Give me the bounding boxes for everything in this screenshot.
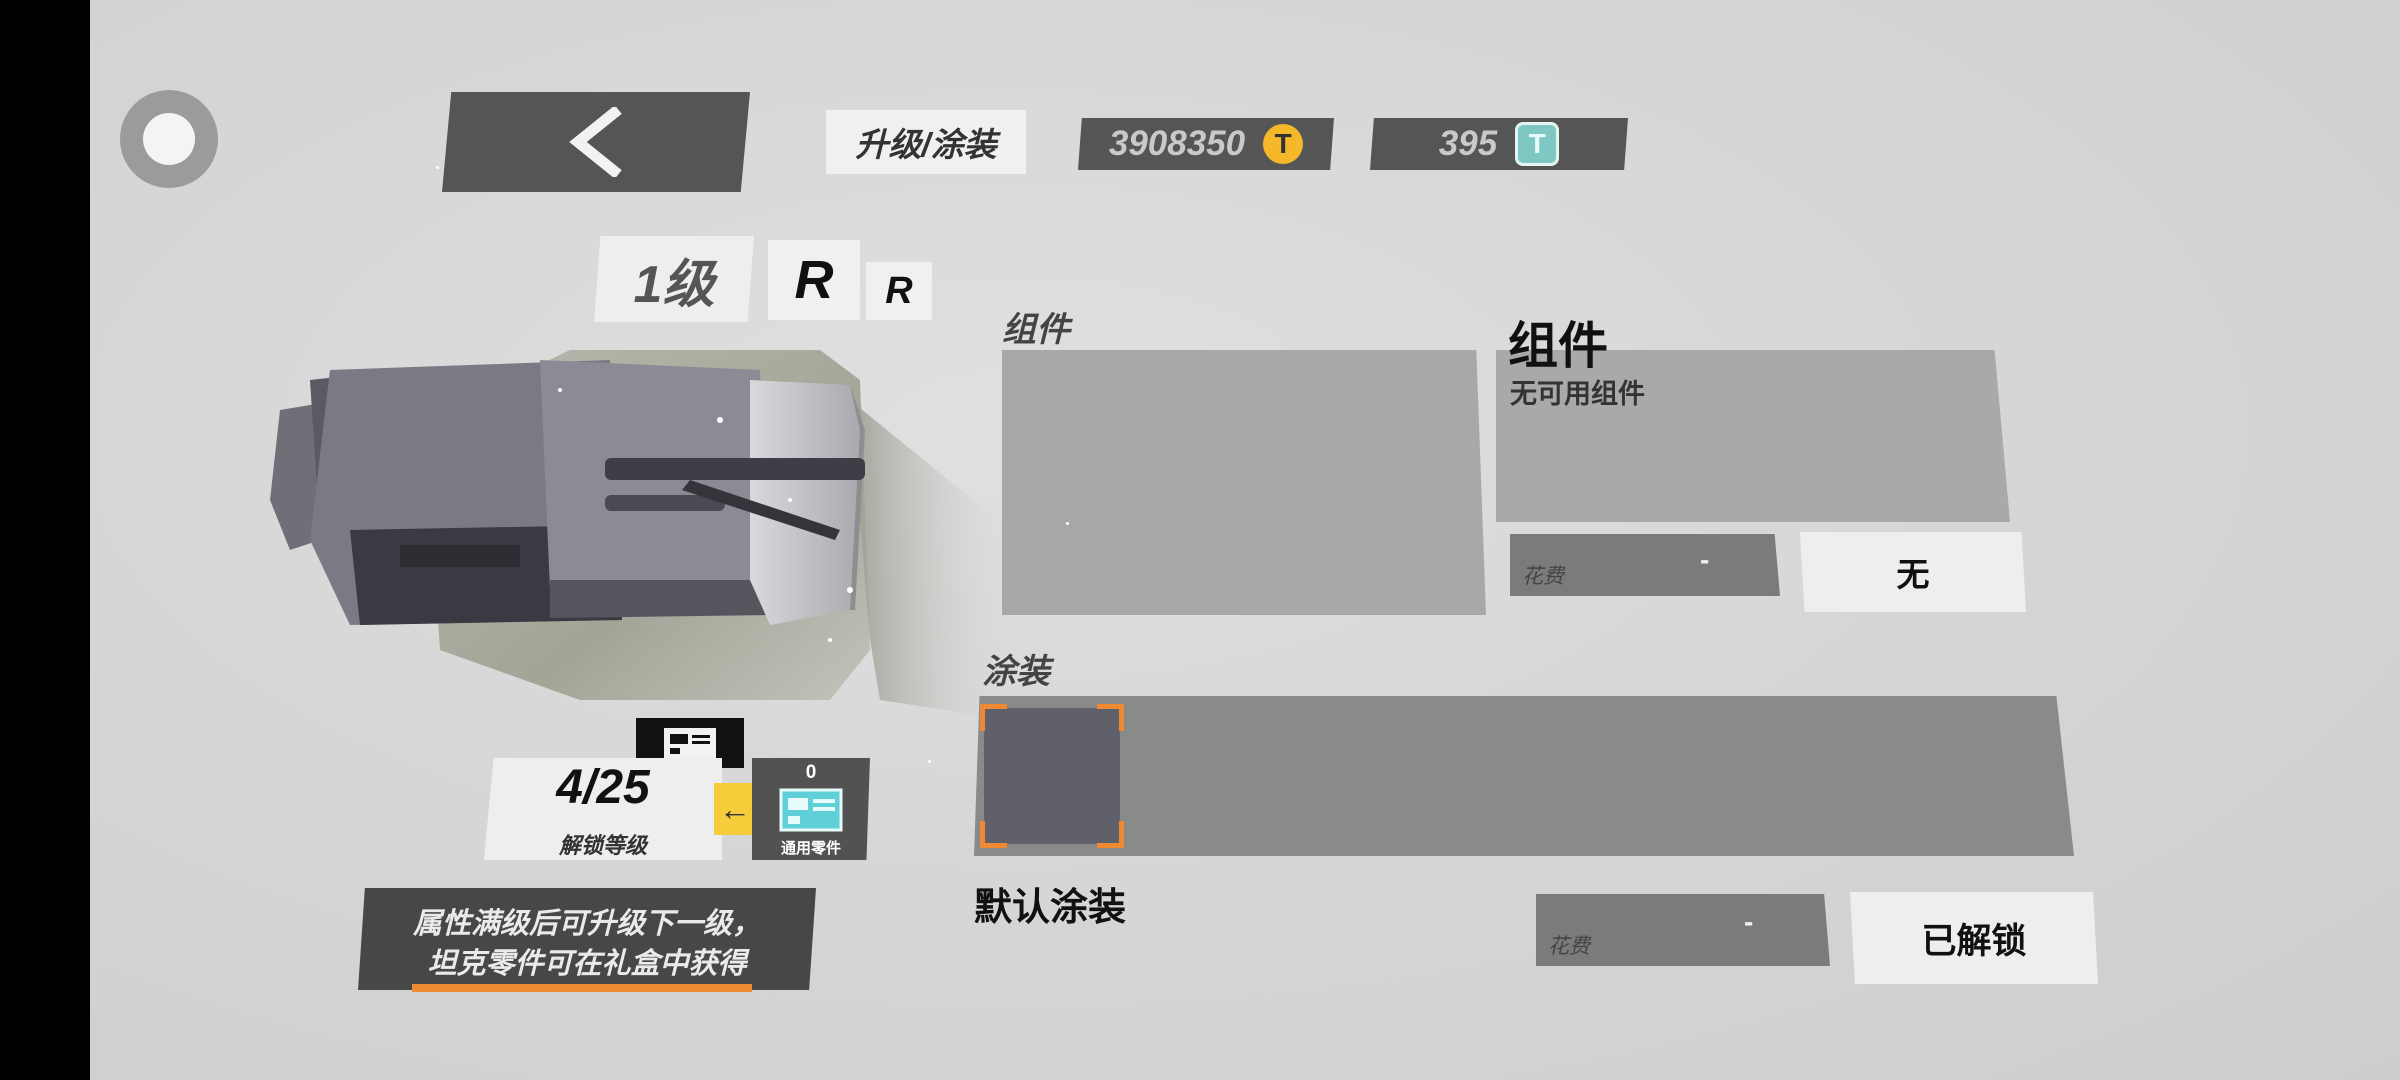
selection-corner-icon (1097, 821, 1124, 848)
component-cost-box: 花费 - (1510, 534, 1780, 596)
home-circle-icon (143, 113, 195, 165)
tank-turret-image (270, 350, 1010, 720)
component-cost-value: - (1700, 544, 1710, 575)
gold-amount: 3908350 (1108, 124, 1246, 163)
page-title: 升级/涂装 (826, 110, 1026, 174)
component-info-panel (1496, 350, 2010, 522)
token-amount: 395 (1438, 124, 1498, 163)
speck (436, 166, 439, 169)
components-grid[interactable] (1002, 350, 1486, 615)
skins-section-label: 涂装 (982, 653, 1050, 691)
token-coin-icon: T (1515, 122, 1560, 166)
token-currency-display: 395 T (1370, 118, 1628, 170)
skins-strip[interactable] (974, 696, 2074, 856)
tank-level: 1级 (594, 236, 754, 322)
home-button[interactable] (120, 90, 218, 188)
skin-default-thumbnail[interactable] (980, 704, 1124, 848)
selected-skin-name: 默认涂装 (974, 887, 1127, 929)
tank-model-preview[interactable] (250, 340, 1010, 720)
skin-cost-box: 花费 - (1536, 894, 1830, 966)
upgrade-hint-box: 属性满级后可升级下一级， 坦克零件可在礼盒中获得 (358, 888, 816, 990)
rank-badge-small: R (866, 262, 932, 320)
hint-accent-underline (412, 984, 752, 992)
component-action-button[interactable]: 无 (1800, 532, 2026, 612)
hint-line-1: 属性满级后可升级下一级， (412, 908, 761, 940)
speck (928, 760, 931, 763)
unlock-level-card: 4/25 解锁等级 (484, 758, 722, 860)
universal-parts-count: 0 (805, 762, 817, 783)
selection-corner-icon (1097, 704, 1124, 731)
universal-parts-label: 通用零件 (780, 840, 841, 857)
arrow-left-icon: ← (714, 783, 756, 835)
hint-line-2: 坦克零件可在礼盒中获得 (427, 948, 747, 980)
component-info-title: 组件 (1508, 318, 1608, 374)
unlock-level-label: 解锁等级 (558, 833, 647, 858)
components-section-label: 组件 (1002, 311, 1070, 349)
selection-corner-icon (980, 704, 1007, 731)
skin-unlocked-button[interactable]: 已解锁 (1850, 892, 2098, 984)
rank-badge-large: R (768, 240, 860, 320)
speck (1066, 522, 1069, 525)
gold-currency-display: 3908350 T (1078, 118, 1334, 170)
component-info-text: 无可用组件 (1510, 379, 1645, 409)
left-black-bar (0, 0, 90, 1080)
component-cost-label: 花费 (1522, 565, 1564, 588)
skin-cost-label: 花费 (1548, 935, 1590, 958)
skin-cost-value: - (1744, 906, 1754, 937)
universal-part-icon (779, 788, 843, 832)
unlock-progress: 4/25 (556, 761, 650, 814)
gold-coin-icon: T (1263, 124, 1304, 164)
universal-parts-card[interactable]: 0 通用零件 (752, 758, 870, 860)
back-button[interactable] (442, 92, 750, 192)
selection-corner-icon (980, 821, 1007, 848)
back-arrow-icon (569, 107, 622, 177)
